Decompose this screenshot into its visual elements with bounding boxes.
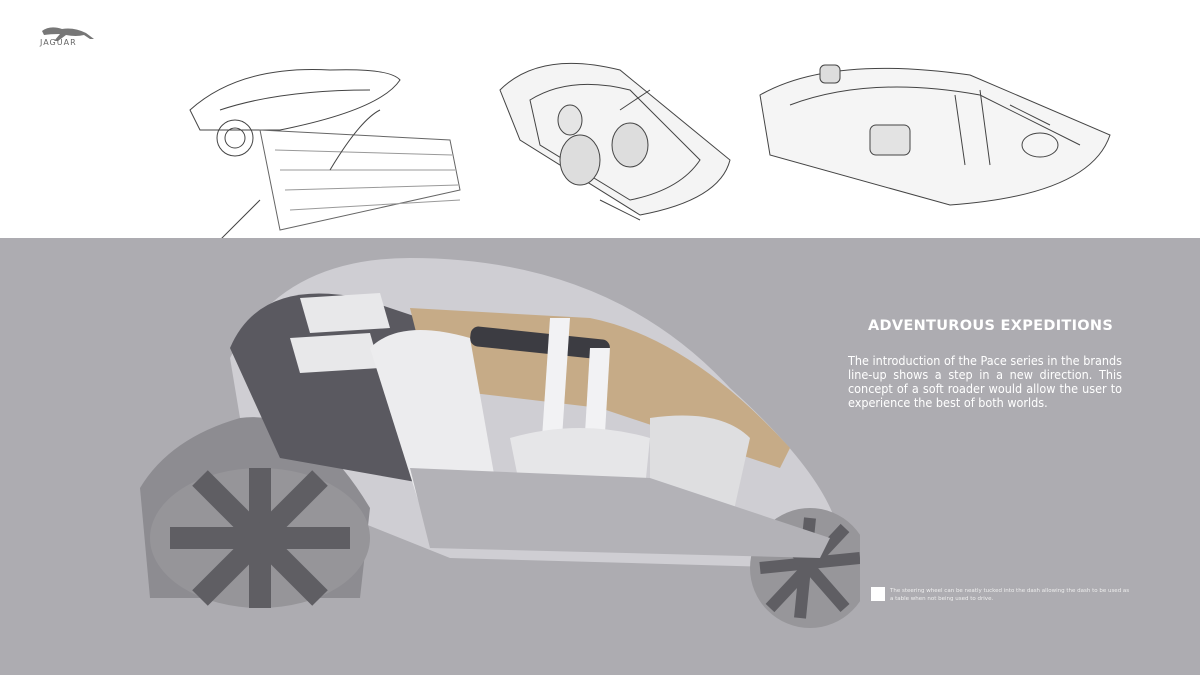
body-paragraph: The introduction of the Pace series in t… [848,353,1122,410]
sketch-exterior-deck [189,69,461,240]
jaguar-leaper-logo [42,27,94,41]
logo-text: JAGUAR [40,38,77,47]
sketch-interior-perspective [759,64,1111,206]
rear-wheel-spokes [170,468,350,608]
main-panel: ADVENTUROUS EXPEDITIONS The introduction… [0,238,1200,675]
sketch-strip: JAGUAR [0,0,1200,240]
sketch-interior-top [499,62,731,221]
caption-text: The steering wheel can be neatly tucked … [890,588,1130,602]
interior-render-sketch [140,258,860,628]
section-heading: ADVENTUROUS EXPEDITIONS [868,318,1114,334]
caption-marker [871,587,885,601]
